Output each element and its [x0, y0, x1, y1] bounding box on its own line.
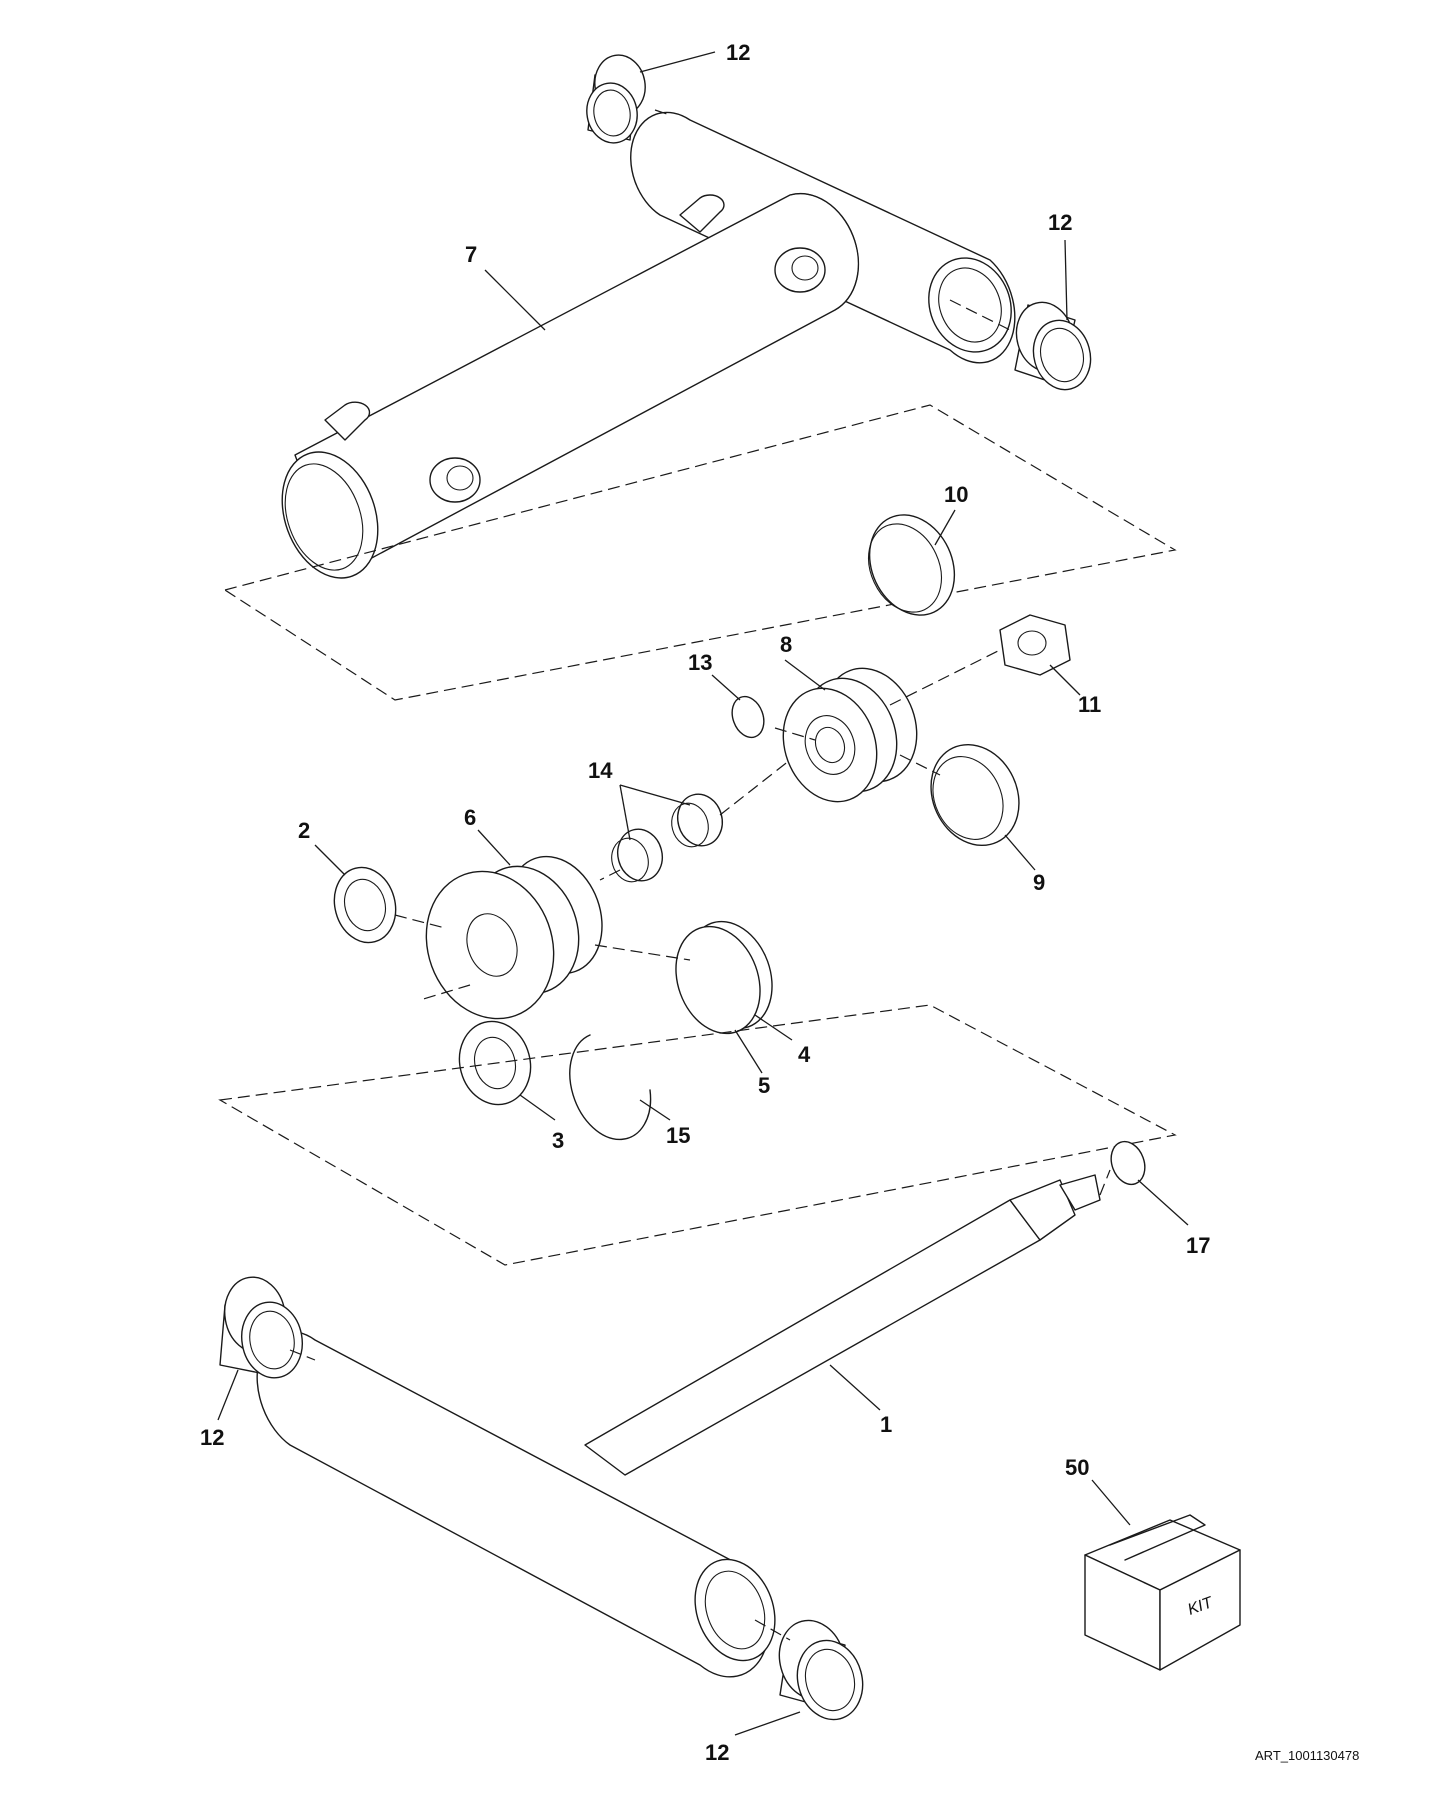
- callout-8: 8: [780, 632, 792, 657]
- callout-12-bottom: 12: [705, 1740, 729, 1765]
- callout-10: 10: [944, 482, 968, 507]
- callout-17: 17: [1186, 1233, 1210, 1258]
- axis-line-gland: [394, 914, 691, 1001]
- axis-line-top: [654, 109, 1011, 331]
- envelope-upper: [223, 404, 1177, 701]
- callout-4: 4: [798, 1042, 811, 1067]
- callout-3: 3: [552, 1128, 564, 1153]
- axis-line-piston: [599, 649, 1001, 881]
- callout-15: 15: [666, 1123, 690, 1148]
- bushing-top-right: [1014, 301, 1092, 391]
- callout-50: 50: [1065, 1455, 1089, 1480]
- gland-6: [425, 855, 603, 1020]
- callout-9: 9: [1033, 870, 1045, 895]
- callout-12-bottom-left: 12: [200, 1425, 224, 1450]
- bushing-bottom-right: [778, 1619, 864, 1721]
- axis-line-rod: [289, 1169, 1111, 1641]
- o-ring-13: [731, 695, 765, 739]
- wiper-2: [333, 866, 397, 944]
- rings-4-5: [675, 920, 773, 1035]
- callout-2: 2: [298, 818, 310, 843]
- callout-labels: 12 12 7 10 13 8 11 14 2 6 9 4 5 3 15 17 …: [200, 40, 1210, 1765]
- leader-lines: [217, 51, 1189, 1736]
- rod-1: [256, 1140, 1146, 1678]
- wear-ring-10: [868, 514, 956, 616]
- snap-ring-15: [569, 1034, 652, 1141]
- kit-box-50: KIT: [1084, 1514, 1241, 1671]
- callout-5: 5: [758, 1073, 770, 1098]
- bushing-bottom-left: [219, 1276, 303, 1379]
- spacers-14: [611, 793, 723, 883]
- callout-1: 1: [880, 1412, 892, 1437]
- nut-11: [999, 614, 1071, 676]
- callout-12-top-left: 12: [726, 40, 750, 65]
- barrel-assembly: [281, 111, 1016, 579]
- art-id: ART_1001130478: [1255, 1748, 1359, 1763]
- callout-12-top-right: 12: [1048, 210, 1072, 235]
- piston-8: [782, 667, 918, 803]
- callout-14: 14: [588, 758, 613, 783]
- callout-13: 13: [688, 650, 712, 675]
- envelope-lower: [218, 1004, 1177, 1266]
- callout-7: 7: [465, 242, 477, 267]
- seal-9: [930, 743, 1020, 847]
- bushing-top-left: [586, 54, 646, 144]
- o-ring-17: [1110, 1140, 1146, 1186]
- callout-6: 6: [464, 805, 476, 830]
- callout-11: 11: [1078, 692, 1101, 717]
